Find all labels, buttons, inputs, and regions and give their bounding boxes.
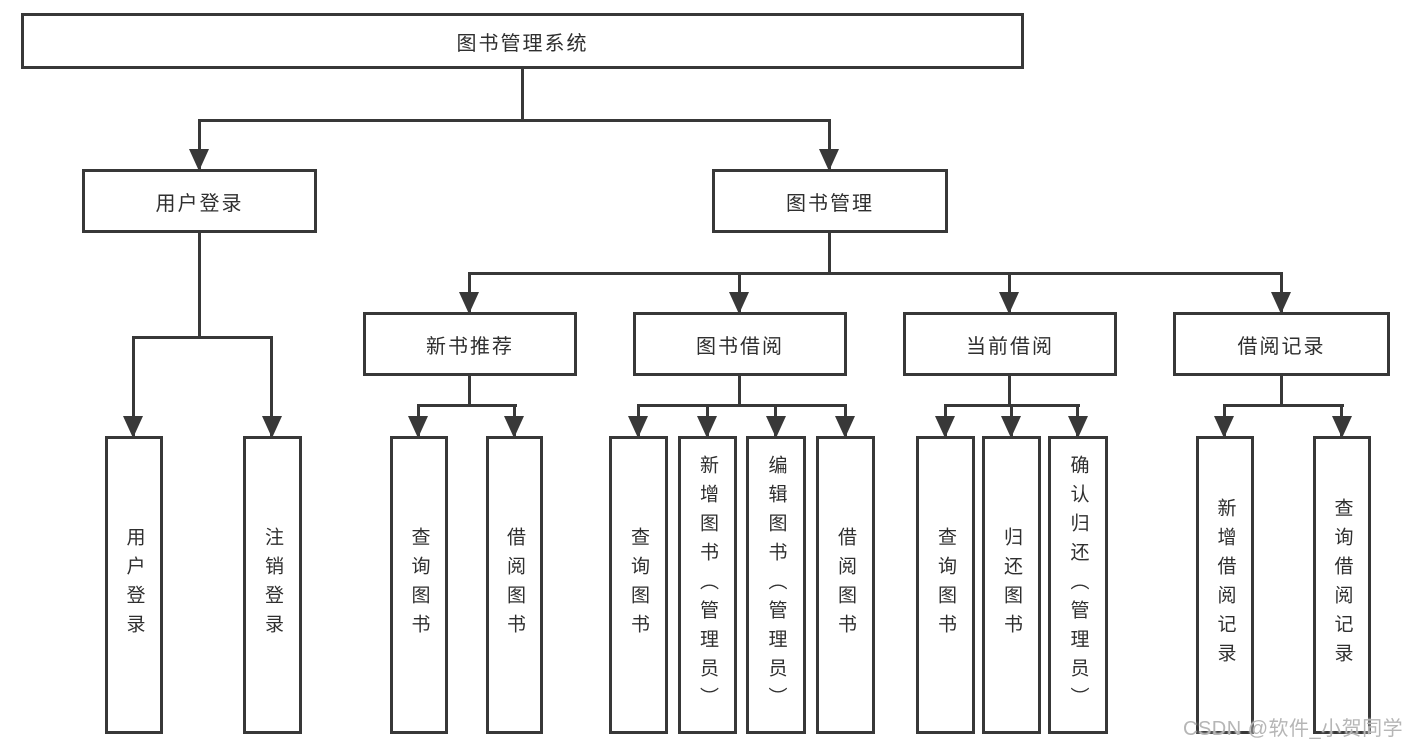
node-add-borrow-record-label: 新增借阅记录: [1214, 498, 1236, 672]
node-borrow-books: 借阅图书: [816, 436, 875, 734]
node-borrow-books-label: 借阅图书: [835, 527, 856, 643]
node-logout: 注销登录: [243, 436, 302, 734]
node-confirm-return-admin-label: 确认归还（管理员）: [1067, 454, 1089, 716]
arrow-down-icon: [1068, 416, 1088, 438]
node-current-borrowing-label: 当前借阅: [966, 335, 1054, 358]
arrow-down-icon: [999, 292, 1019, 314]
watermark: CSDN @软件_小贺同学: [1183, 718, 1404, 740]
node-user-login-branch: 用户登录: [82, 169, 317, 233]
node-book-management-label: 图书管理: [786, 192, 874, 215]
node-user-login-leaf-label: 用户登录: [123, 527, 145, 643]
connector-line: [1008, 376, 1011, 407]
arrow-down-icon: [935, 416, 955, 438]
arrow-down-icon: [1001, 416, 1021, 438]
arrow-down-icon: [819, 149, 839, 171]
connector-line: [270, 337, 273, 436]
node-query-books-current-label: 查询图书: [935, 527, 956, 643]
node-add-borrow-record: 新增借阅记录: [1196, 436, 1254, 734]
node-query-borrow-record-label: 查询借阅记录: [1331, 498, 1353, 672]
connector-line: [637, 404, 847, 407]
node-edit-book-admin: 编辑图书（管理员）: [746, 436, 806, 734]
arrow-down-icon: [835, 416, 855, 438]
connector-line: [198, 119, 831, 122]
node-borrow-books-recommend: 借阅图书: [486, 436, 543, 734]
connector-line: [738, 376, 741, 407]
node-add-book-admin: 新增图书（管理员）: [678, 436, 737, 734]
node-query-books-borrow-label: 查询图书: [628, 527, 649, 643]
node-query-books-borrow: 查询图书: [609, 436, 668, 734]
node-add-book-admin-label: 新增图书（管理员）: [697, 454, 718, 716]
connector-line: [417, 404, 517, 407]
node-borrowing-records-label: 借阅记录: [1237, 335, 1326, 358]
node-query-books-current: 查询图书: [916, 436, 975, 734]
node-borrow-books-recommend-label: 借阅图书: [504, 527, 525, 643]
node-new-book-recommend: 新书推荐: [363, 312, 577, 376]
node-library-system-label: 图书管理系统: [456, 32, 589, 55]
arrow-down-icon: [1332, 416, 1352, 438]
node-borrowing-records: 借阅记录: [1173, 312, 1390, 376]
node-return-book-label: 归还图书: [1001, 527, 1022, 643]
arrow-down-icon: [628, 416, 648, 438]
arrow-down-icon: [459, 292, 479, 314]
connector-line: [828, 119, 831, 169]
node-query-books-recommend: 查询图书: [390, 436, 448, 734]
connector-line: [132, 337, 135, 436]
connector-line: [828, 232, 831, 275]
node-new-book-recommend-label: 新书推荐: [426, 335, 514, 358]
connector-line: [468, 272, 1283, 275]
node-user-login-branch-label: 用户登录: [155, 192, 244, 215]
node-logout-label: 注销登录: [262, 527, 283, 643]
node-edit-book-admin-label: 编辑图书（管理员）: [765, 454, 787, 716]
connector-line: [1280, 376, 1283, 407]
node-user-login-leaf: 用户登录: [105, 436, 163, 734]
arrow-down-icon: [408, 416, 428, 438]
arrow-down-icon: [123, 416, 143, 438]
node-confirm-return-admin: 确认归还（管理员）: [1048, 436, 1108, 734]
arrow-down-icon: [766, 416, 786, 438]
connector-line: [1223, 404, 1344, 407]
node-book-borrowing-label: 图书借阅: [696, 335, 784, 358]
arrow-down-icon: [729, 292, 749, 314]
arrow-down-icon: [262, 416, 282, 438]
connector-line: [132, 336, 273, 339]
node-return-book: 归还图书: [982, 436, 1041, 734]
node-book-borrowing: 图书借阅: [633, 312, 847, 376]
arrow-down-icon: [189, 149, 209, 171]
node-query-books-recommend-label: 查询图书: [408, 527, 430, 643]
node-library-system: 图书管理系统: [21, 13, 1024, 69]
connector-line: [198, 119, 201, 169]
connector-line: [468, 376, 471, 407]
connector-line: [521, 69, 524, 122]
connector-line: [198, 232, 201, 339]
node-current-borrowing: 当前借阅: [903, 312, 1117, 376]
node-book-management: 图书管理: [712, 169, 948, 233]
arrow-down-icon: [504, 416, 524, 438]
arrow-down-icon: [697, 416, 717, 438]
arrow-down-icon: [1214, 416, 1234, 438]
arrow-down-icon: [1271, 292, 1291, 314]
node-query-borrow-record: 查询借阅记录: [1313, 436, 1371, 734]
